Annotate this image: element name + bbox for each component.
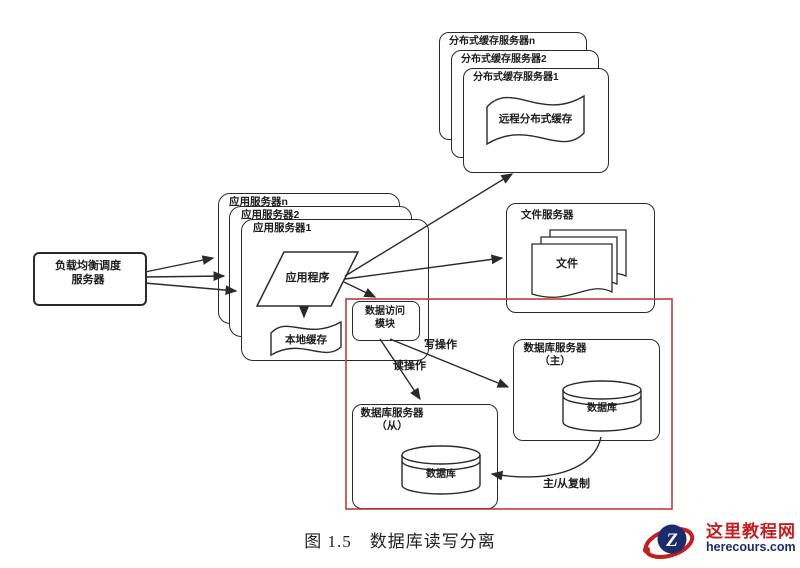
- load-balancer-label-line2: 服务器: [71, 274, 105, 286]
- application-label: 应用程序: [285, 272, 330, 284]
- load-balancer-box: [33, 252, 147, 306]
- figure-caption: 图 1.5 数据库读写分离: [304, 532, 496, 551]
- watermark-logo: Z: [642, 524, 695, 560]
- load-balancer-label-line1: 负载均衡调度: [55, 260, 121, 272]
- logo-letter: Z: [665, 530, 678, 551]
- cache-server-2-label: 分布式缓存服务器2: [461, 54, 547, 65]
- logo-swoosh-head: [642, 546, 651, 554]
- local-cache-label: 本地缓存: [285, 334, 327, 346]
- db-master-role: （主）: [539, 355, 571, 367]
- edge-master-slave-replication: [490, 436, 602, 481]
- app-server-1-label: 应用服务器1: [253, 222, 312, 234]
- db-master-database-label: 数据库: [587, 403, 617, 414]
- read-operation-label: 读操作: [393, 360, 426, 372]
- write-operation-label: 写操作: [424, 339, 457, 351]
- data-access-module-label-line2: 模块: [375, 319, 395, 330]
- edge-lb-to-app-2: [144, 271, 226, 282]
- edge-lb-to-app-n: [144, 255, 215, 273]
- remote-cache-label: 远程分布式缓存: [498, 113, 573, 125]
- app-server-2-label: 应用服务器2: [241, 209, 300, 221]
- replication-label: 主/从复制: [543, 478, 591, 490]
- watermark-site-name: 这里教程网: [706, 521, 796, 541]
- logo-circle: [657, 524, 687, 554]
- file-server-title: 文件服务器: [521, 209, 574, 221]
- app-server-n-label: 应用服务器n: [229, 196, 288, 208]
- cache-server-n-label: 分布式缓存服务器n: [449, 36, 536, 47]
- file-label: 文件: [556, 258, 578, 270]
- watermark: Z 这里教程网 herecours.com: [642, 514, 796, 564]
- cache-server-1-label: 分布式缓存服务器1: [473, 72, 559, 83]
- watermark-site-url: herecours.com: [706, 540, 796, 555]
- db-slave-title: 数据库服务器: [360, 407, 424, 419]
- db-slave-database-label: 数据库: [426, 469, 456, 480]
- data-access-module-label-line1: 数据访问: [365, 306, 405, 317]
- db-master-title: 数据库服务器: [523, 342, 587, 354]
- db-slave-role: （从）: [376, 420, 408, 432]
